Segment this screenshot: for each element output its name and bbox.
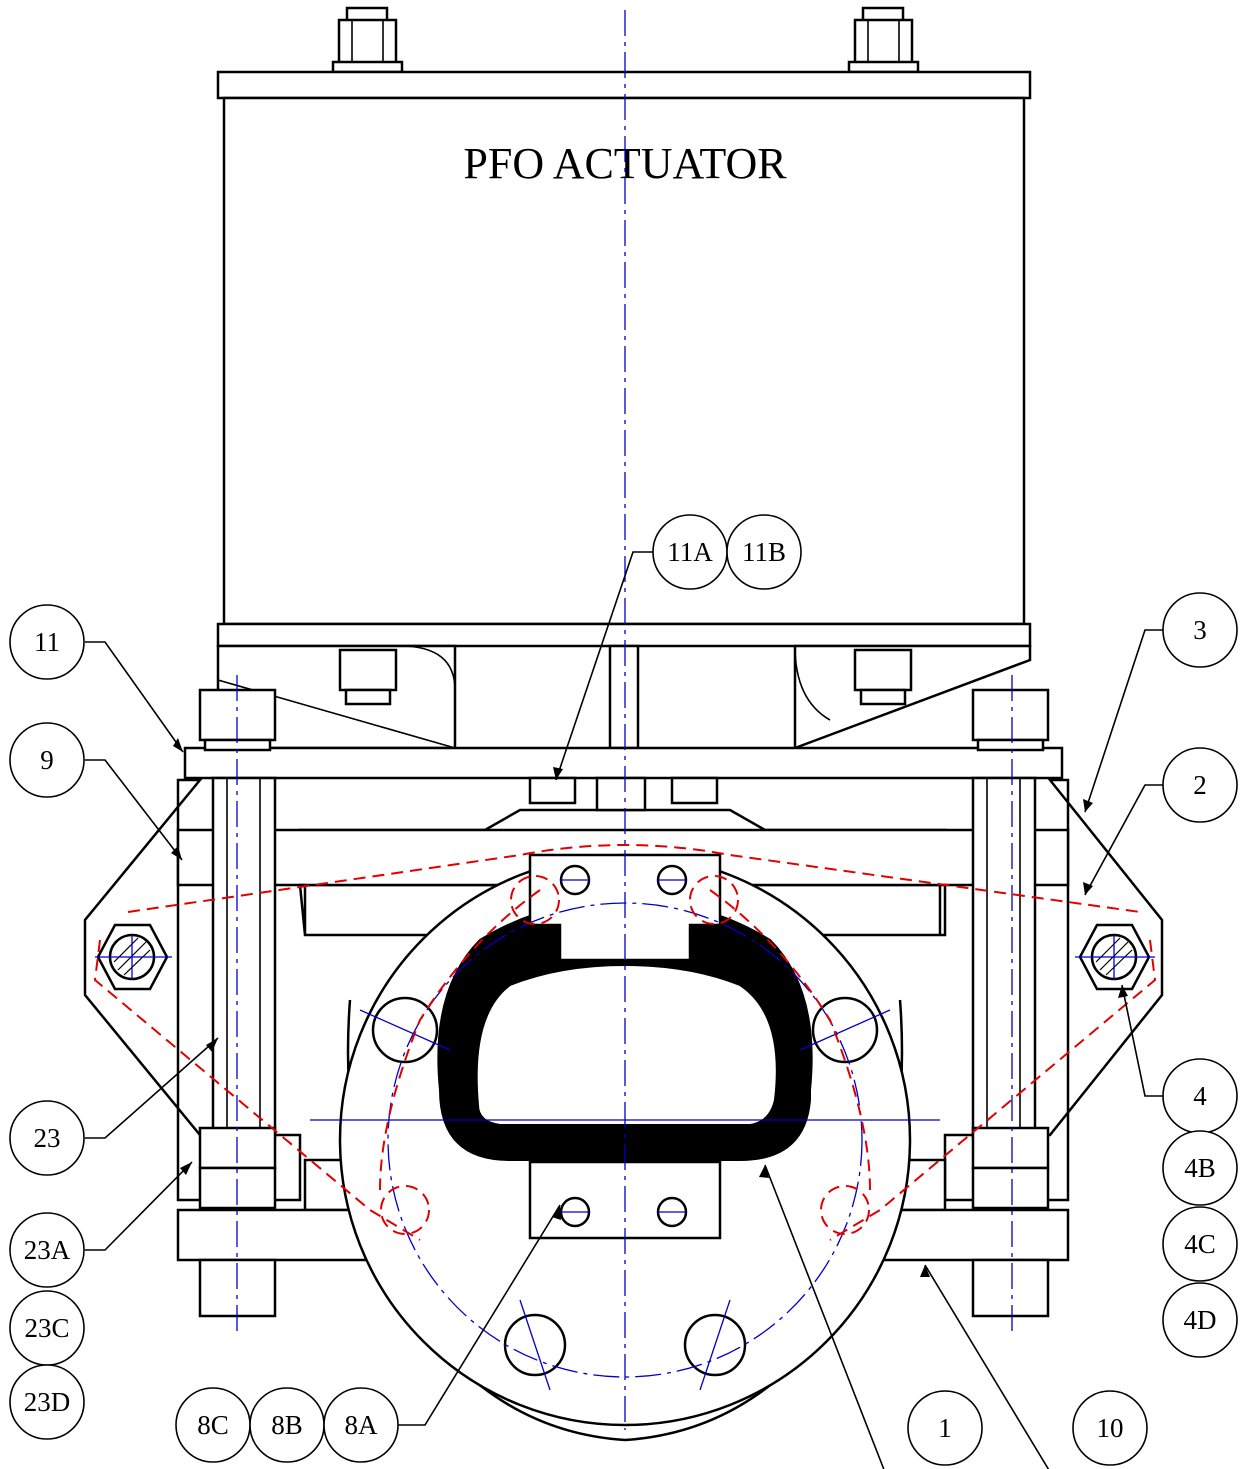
bolt-11a: [528, 776, 577, 805]
balloon-4c: 4C: [1162, 1206, 1238, 1282]
svg-text:1: 1: [938, 1413, 952, 1443]
balloon-23d: 23D: [9, 1364, 85, 1440]
balloon-10: 10: [1072, 1390, 1148, 1466]
balloon-23: 23: [9, 1100, 85, 1176]
svg-text:11: 11: [34, 627, 60, 657]
shaft-coupling: [595, 776, 647, 812]
svg-text:4: 4: [1193, 1081, 1207, 1111]
svg-text:23: 23: [34, 1123, 61, 1153]
balloon-23c: 23C: [9, 1290, 85, 1366]
balloon-8c: 8C: [175, 1387, 251, 1463]
balloon-8b: 8B: [249, 1387, 325, 1463]
svg-text:10: 10: [1097, 1413, 1124, 1443]
balloon-3: 3: [1162, 592, 1238, 668]
svg-text:4D: 4D: [1184, 1305, 1217, 1335]
top-bolt-right: [847, 6, 920, 74]
svg-text:23C: 23C: [24, 1313, 69, 1343]
d-seal-inner: [475, 963, 778, 1126]
svg-text:23A: 23A: [24, 1235, 71, 1265]
balloon-1: 1: [907, 1390, 983, 1466]
svg-text:4B: 4B: [1184, 1153, 1216, 1183]
balloon-11a: 11A: [652, 514, 728, 590]
bolt-11b: [670, 776, 719, 805]
balloon-4: 4: [1162, 1058, 1238, 1134]
balloon-11b: 11B: [726, 514, 802, 590]
svg-text:2: 2: [1193, 770, 1207, 800]
tie-rod-left: [198, 688, 277, 1318]
balloon-4d: 4D: [1162, 1282, 1238, 1358]
centerlines: [95, 10, 1155, 1430]
svg-text:9: 9: [40, 745, 54, 775]
svg-text:8A: 8A: [345, 1410, 379, 1440]
svg-text:4C: 4C: [1184, 1229, 1216, 1259]
balloon-4b: 4B: [1162, 1130, 1238, 1206]
top-bolt-left: [331, 6, 404, 74]
balloon-11: 11: [9, 604, 85, 680]
balloon-2: 2: [1162, 747, 1238, 823]
svg-text:11B: 11B: [742, 537, 786, 567]
tie-rod-right: [971, 688, 1050, 1318]
svg-text:3: 3: [1193, 615, 1207, 645]
side-plate-right: [943, 778, 1164, 1202]
side-plate-left: [83, 778, 302, 1202]
balloon-23a: 23A: [9, 1212, 85, 1288]
hidden-lines: [93, 844, 1157, 1241]
balloon-8a: 8A: [323, 1387, 399, 1463]
svg-text:23D: 23D: [24, 1387, 71, 1417]
svg-text:8C: 8C: [197, 1410, 229, 1440]
balloon-9: 9: [9, 722, 85, 798]
leaders: [85, 551, 1165, 1469]
svg-text:11A: 11A: [667, 537, 713, 567]
plate-11: [183, 746, 1064, 780]
svg-text:8B: 8B: [271, 1410, 303, 1440]
actuator-top-plate: [216, 70, 1032, 100]
actuator: PFO ACTUATOR: [216, 6, 1032, 750]
actuator-bottom-plate: [216, 622, 1032, 648]
actuator-bracket: [216, 644, 1032, 750]
